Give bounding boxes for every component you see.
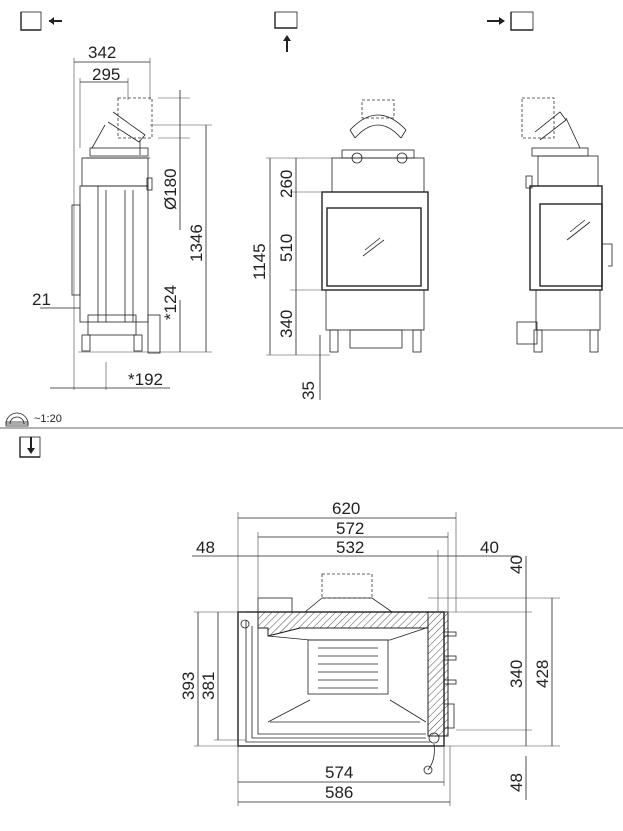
dim-plan-574: 574 [325,763,353,782]
dim-plan-586: 586 [325,783,353,802]
dim-plan-bottom-48: 48 [507,773,526,792]
dim-front-1145: 1145 [250,243,269,280]
dim-side-1346: 1346 [187,224,206,262]
dim-plan-left-48: 48 [196,538,215,557]
dim-side-192: *192 [128,370,163,389]
front-view-icon [274,11,298,52]
dim-side-inlet-height: *124 [161,285,180,320]
plan-view [237,573,457,775]
dim-front-510: 510 [277,234,296,262]
left-view-icon [20,11,62,31]
front-view [321,99,429,353]
dim-side-295: 295 [92,65,120,84]
plan-dims [192,512,560,806]
right-view-icon [487,11,534,31]
dim-front-35: 35 [299,381,318,400]
dim-plan-393: 393 [179,672,198,700]
side-view [71,97,162,354]
top-view-icon [19,436,41,458]
dim-side-342: 342 [88,43,116,62]
right-view [516,97,613,353]
dim-plan-381: 381 [199,672,218,700]
dim-plan-top-40: 40 [507,555,526,574]
dim-plan-572: 572 [336,519,364,538]
front-dims [266,157,332,400]
dim-front-260: 260 [277,170,296,198]
dim-plan-340: 340 [507,660,526,688]
dim-side-flue-diameter: Ø180 [161,168,180,210]
dim-plan-532: 532 [336,538,364,557]
dim-plan-right-40: 40 [480,538,499,557]
scale-icon [5,412,29,427]
side-dims [40,58,212,390]
dim-plan-428: 428 [533,660,552,688]
scale-label: ~1:20 [34,413,62,425]
dim-plan-620: 620 [332,499,360,518]
dim-side-21: 21 [32,290,51,309]
dim-front-340: 340 [277,310,296,338]
